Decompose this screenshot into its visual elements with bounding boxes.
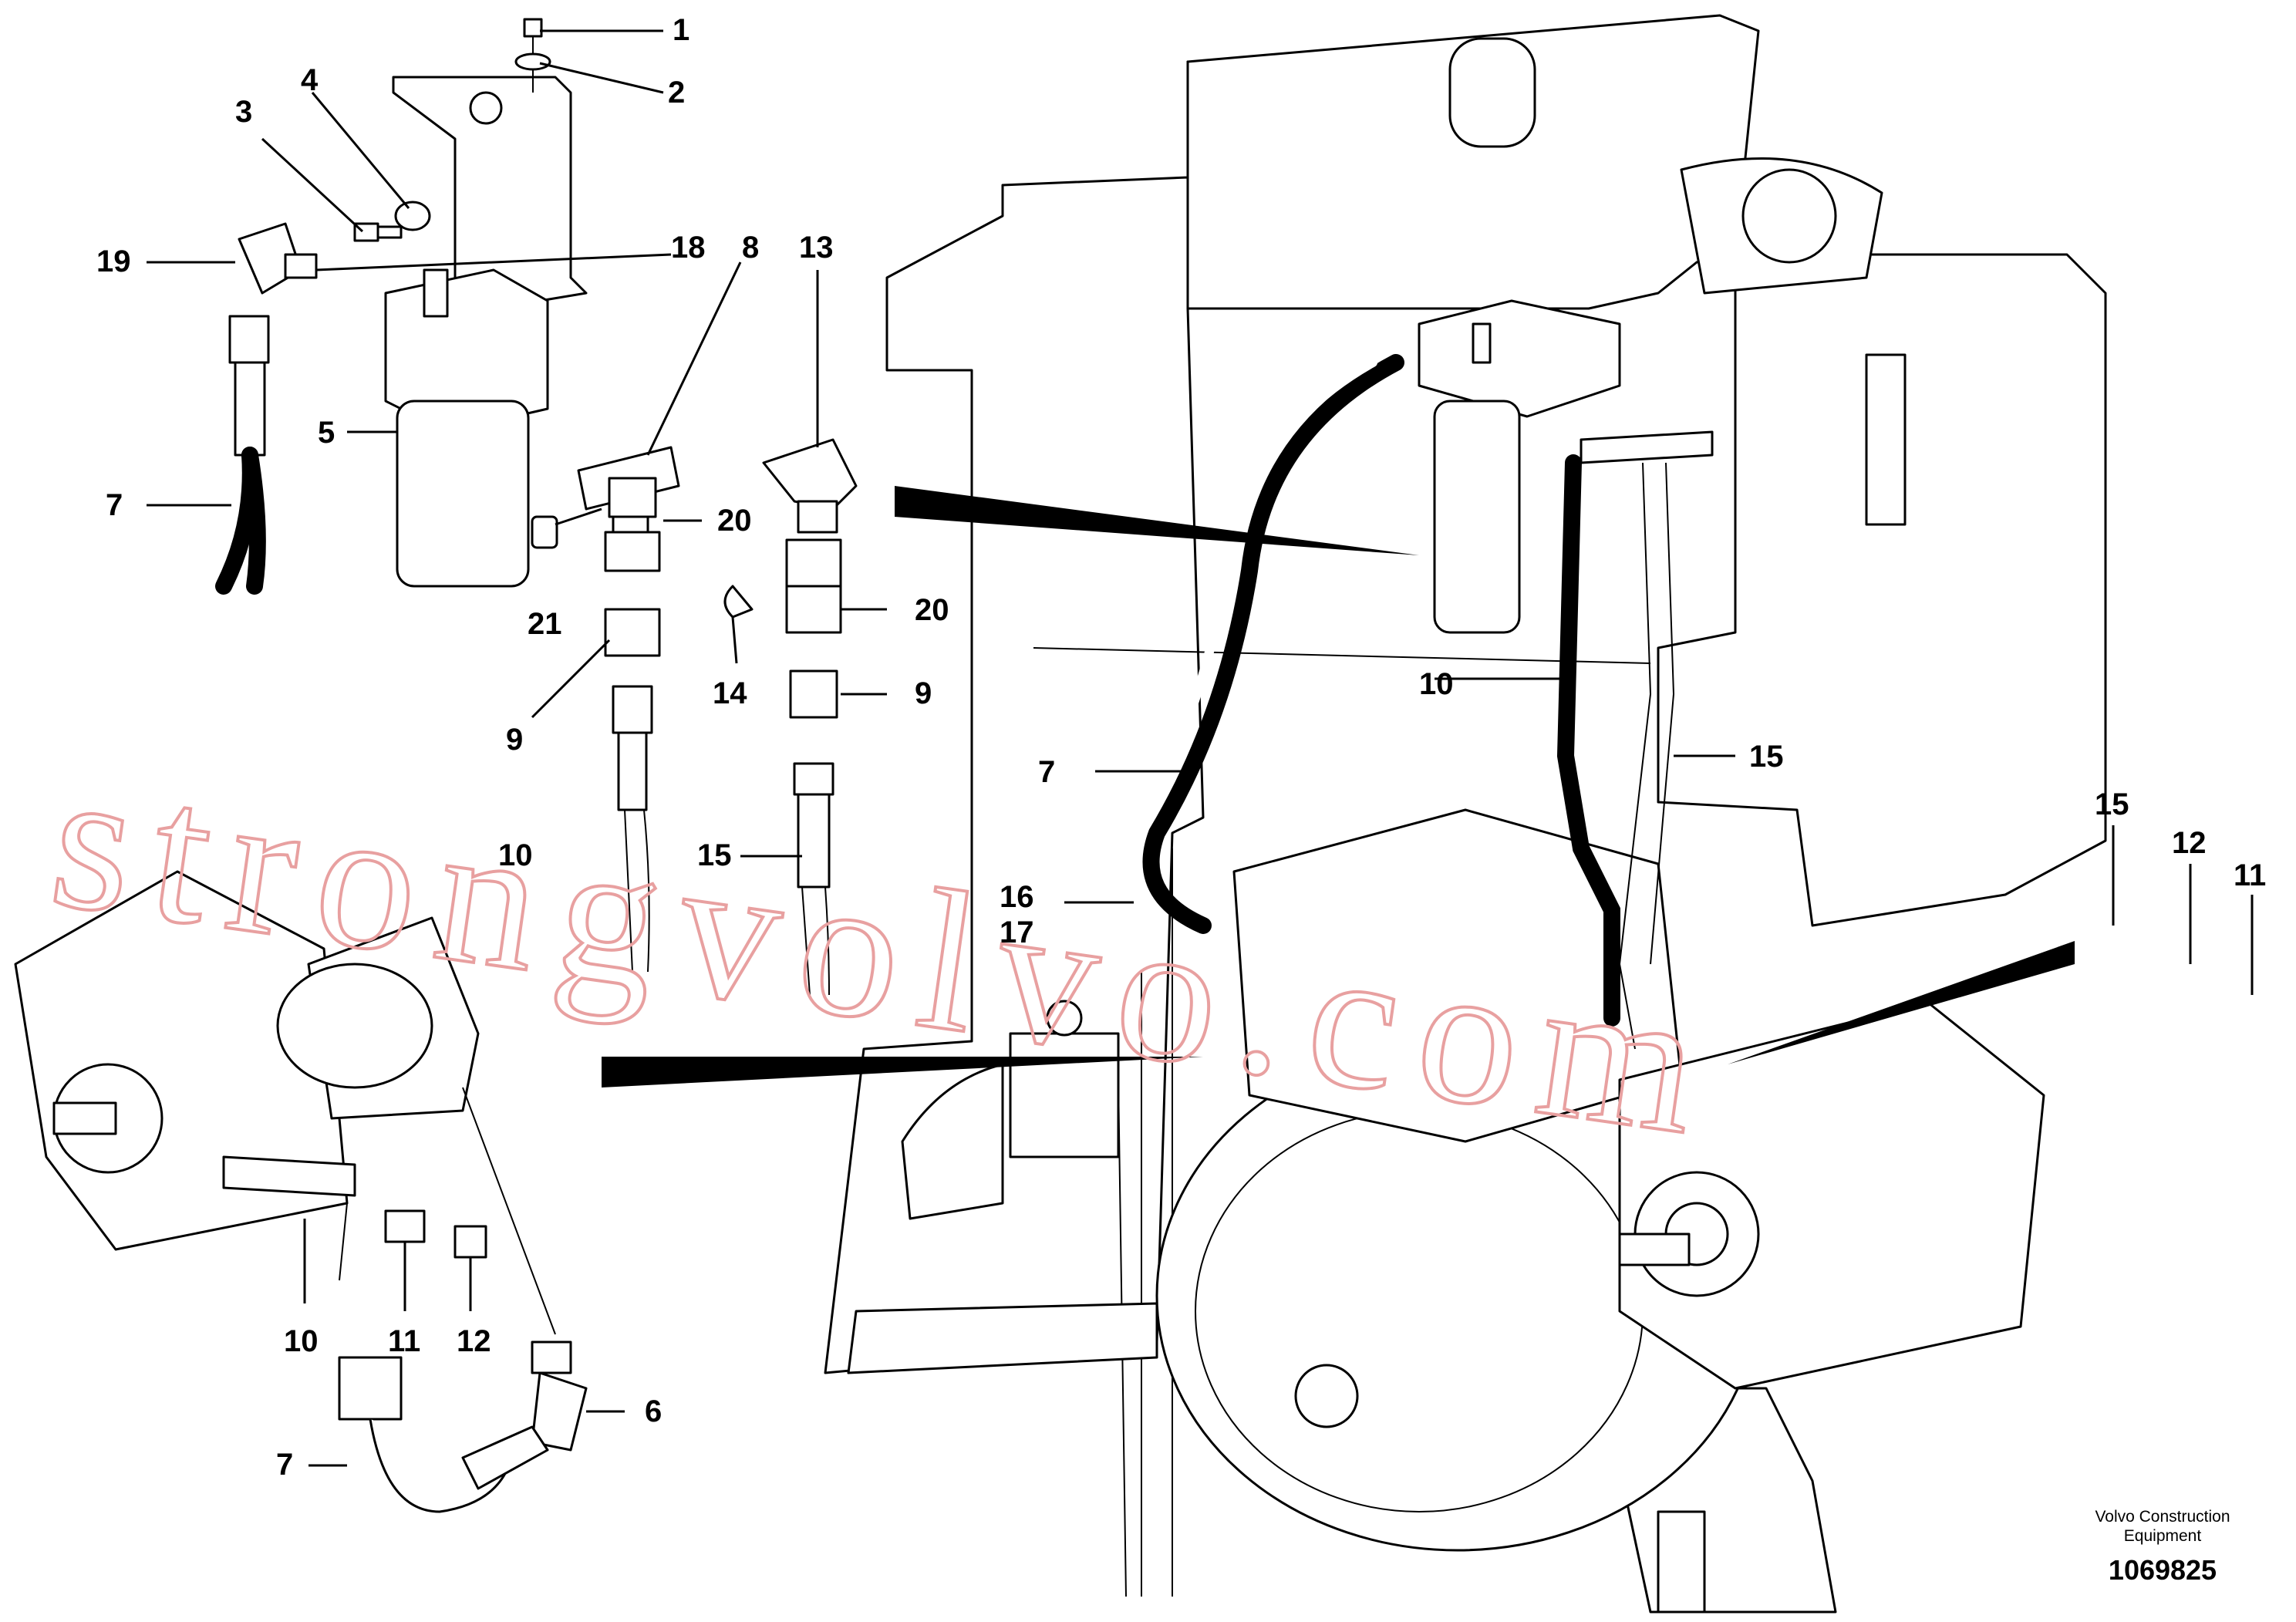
brand-line-2: Equipment bbox=[2124, 1527, 2202, 1545]
callout-6: 6 bbox=[645, 1394, 662, 1428]
pump-left bbox=[14, 870, 556, 1335]
bolt-1 bbox=[523, 18, 543, 93]
callout-18: 18 bbox=[671, 231, 706, 265]
adapter-20-left bbox=[604, 477, 661, 572]
washer-2 bbox=[514, 52, 551, 71]
callouts: 1 2 3 4 19 18 8 13 5 7 20 21 20 14 9 9 1… bbox=[96, 13, 2266, 1482]
callout-20-right: 20 bbox=[915, 593, 949, 627]
callout-15-frame: 15 bbox=[1749, 740, 1784, 774]
callout-15-upper: 15 bbox=[697, 838, 732, 872]
plug-21 bbox=[531, 515, 558, 549]
fitting-9-right bbox=[789, 669, 838, 719]
callout-9-right: 9 bbox=[915, 676, 932, 710]
elbow-fitting-19 bbox=[238, 222, 318, 295]
washer-4 bbox=[394, 201, 431, 231]
callout-14: 14 bbox=[713, 676, 747, 710]
callout-2: 2 bbox=[668, 76, 685, 110]
clamp-14 bbox=[723, 585, 754, 619]
hose-15-upper bbox=[793, 762, 834, 996]
callout-19: 19 bbox=[96, 244, 131, 278]
machine-frame bbox=[824, 14, 2107, 1614]
explode-pointer-pump-left bbox=[602, 1057, 1203, 1088]
callout-7-frame: 7 bbox=[1038, 755, 1055, 789]
callout-7-lower: 7 bbox=[276, 1448, 293, 1482]
callout-10-upper: 10 bbox=[498, 838, 533, 872]
pump-assembly-right bbox=[1232, 808, 2045, 1390]
hose-10-upper bbox=[612, 685, 653, 973]
callout-8: 8 bbox=[742, 231, 759, 265]
callout-4: 4 bbox=[301, 63, 319, 97]
hose-7-upper bbox=[215, 315, 270, 595]
callout-12-right: 12 bbox=[2172, 826, 2207, 860]
callout-5: 5 bbox=[318, 416, 335, 450]
fitting-9-left bbox=[604, 608, 661, 657]
callout-20-left: 20 bbox=[717, 504, 752, 538]
brand-line-1: Volvo Construction bbox=[2095, 1508, 2230, 1526]
callout-11-right: 11 bbox=[2234, 858, 2266, 892]
callout-3: 3 bbox=[235, 95, 252, 129]
callout-7-upper: 7 bbox=[106, 488, 123, 522]
leader-lines bbox=[147, 29, 2254, 1467]
filter-5 bbox=[384, 268, 549, 588]
explode-pointer-filter bbox=[895, 486, 1419, 555]
explode-pointer-fittings-right bbox=[1728, 941, 2075, 1064]
drawing-number: 1069825 bbox=[2109, 1554, 2217, 1586]
adapter-20-right bbox=[785, 538, 842, 634]
elbow-fitting-6 bbox=[531, 1340, 588, 1452]
elbow-fitting-13 bbox=[762, 438, 858, 534]
callout-13: 13 bbox=[799, 231, 834, 265]
callout-16: 16 bbox=[1000, 880, 1034, 914]
callout-10-lower: 10 bbox=[284, 1324, 319, 1358]
callout-10-frame: 10 bbox=[1419, 667, 1454, 701]
callout-15-right: 15 bbox=[2095, 787, 2129, 821]
hoses-installed bbox=[1129, 354, 1675, 1050]
filter-installed bbox=[1418, 299, 1714, 634]
bracket bbox=[392, 76, 588, 302]
callout-11-lower: 11 bbox=[388, 1324, 420, 1358]
footer: Volvo Construction Equipment 1069825 bbox=[2095, 1508, 2230, 1586]
screw-3 bbox=[353, 222, 403, 242]
callout-12-lower: 12 bbox=[457, 1324, 491, 1358]
callout-1: 1 bbox=[673, 13, 689, 47]
callout-9-left: 9 bbox=[506, 723, 523, 757]
callout-21: 21 bbox=[528, 607, 562, 641]
hose-7-lower bbox=[338, 1356, 549, 1513]
callout-17: 17 bbox=[1000, 916, 1034, 949]
